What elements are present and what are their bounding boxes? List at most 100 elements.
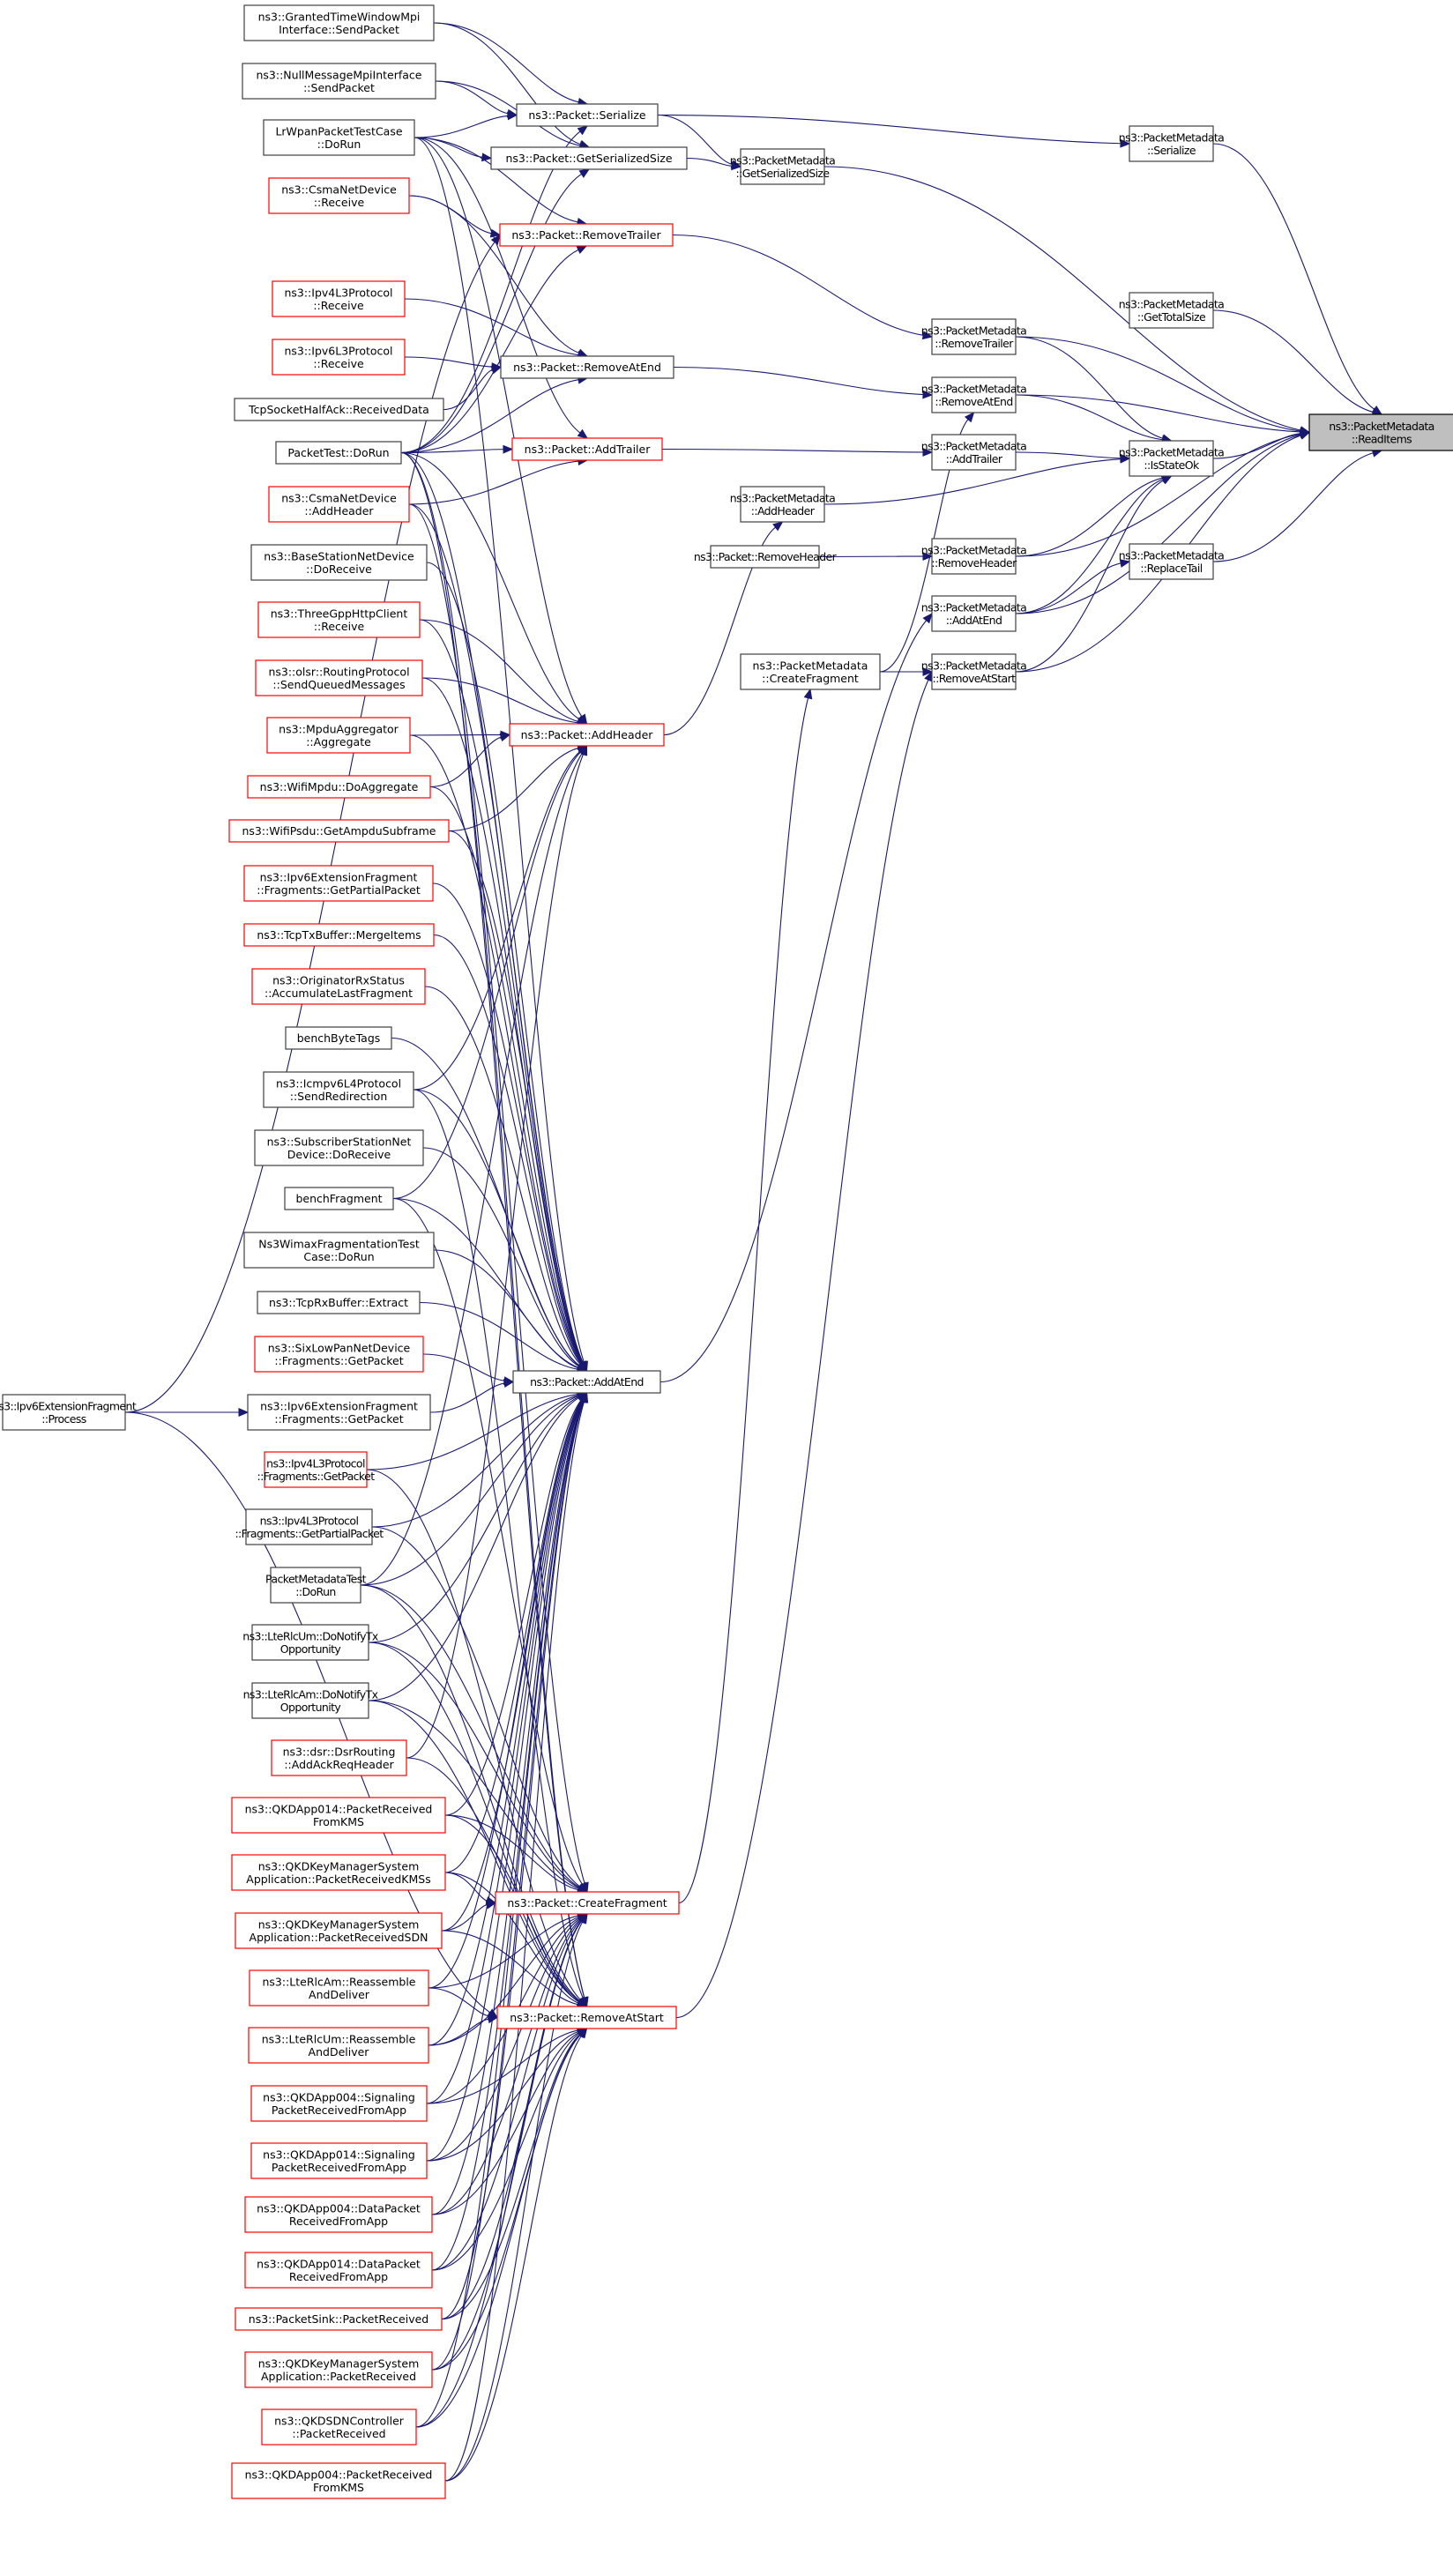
node-box	[931, 595, 1017, 632]
graph-node-c-nullmsg[interactable]: ns3::NullMessageMpiInterface::SendPacket	[242, 63, 436, 100]
graph-node-c-ipv6recv[interactable]: ns3::Ipv6L3Protocol::Receive	[272, 339, 406, 376]
graph-node-pm-getserializedsize[interactable]: ns3::PacketMetadata::GetSerializedSize	[730, 148, 836, 185]
edge-line	[124, 1411, 491, 2014]
node-label: ::GetTotalSize	[1137, 310, 1206, 324]
edge-line	[686, 157, 733, 167]
edge-line	[368, 1396, 579, 1643]
graph-node-pm-serialize[interactable]: ns3::PacketMetadata::Serialize	[1119, 125, 1225, 162]
graph-node-pm-addatend[interactable]: ns3::PacketMetadata::AddAtEnd	[921, 595, 1027, 632]
graph-node-c-csmaaddheader[interactable]: ns3::CsmaNetDevice::AddHeader	[268, 486, 410, 523]
graph-node-c-qkd004-data[interactable]: ns3::QKDApp004::DataPacketReceivedFromAp…	[244, 2196, 433, 2233]
graph-node-c-qkd004-sig[interactable]: ns3::QKDApp004::SignalingPacketReceivedF…	[250, 2085, 428, 2122]
graph-node-c-pmtest[interactable]: PacketMetadataTest::DoRun	[265, 1567, 367, 1604]
graph-node-c-csmarecv[interactable]: ns3::CsmaNetDevice::Receive	[268, 177, 410, 214]
graph-node-c-ipv4recv[interactable]: ns3::Ipv4L3Protocol::Receive	[272, 280, 406, 317]
node-box	[251, 1682, 369, 1719]
graph-node-c-basestation[interactable]: ns3::BaseStationNetDevice::DoReceive	[250, 544, 428, 581]
graph-node-p-removeatend[interactable]: ns3::Packet::RemoveAtEnd	[500, 355, 674, 379]
graph-node-c-qkd014-data[interactable]: ns3::QKDApp014::DataPacketReceivedFromAp…	[244, 2252, 433, 2289]
edge-pm-createfragment-to-pm-removeatstart	[880, 667, 934, 676]
graph-node-pm-replacetail[interactable]: ns3::PacketMetadata::ReplaceTail	[1119, 543, 1225, 580]
graph-node-pm-addtrailer[interactable]: ns3::PacketMetadata::AddTrailer	[921, 434, 1027, 471]
edge-p-removeatend-to-pm-removeatend	[673, 366, 934, 399]
node-label: ns3::PacketMetadata	[921, 600, 1027, 614]
graph-node-p-serialize[interactable]: ns3::Packet::Serialize	[516, 103, 659, 127]
graph-node-p-removeatstart[interactable]: ns3::Packet::RemoveAtStart	[496, 2006, 677, 2029]
edge-pm-removetrailer-to-readitems	[1015, 336, 1311, 436]
node-box	[2, 1394, 126, 1431]
graph-node-p-addheader[interactable]: ns3::Packet::AddHeader	[509, 723, 665, 747]
graph-node-c-qkdsdn[interactable]: ns3::QKDSDNController::PacketReceived	[261, 2408, 417, 2446]
node-label: ns3::Packet::RemoveAtStart	[510, 2011, 664, 2024]
edge-line	[673, 366, 924, 396]
node-label: Case::DoRun	[303, 1250, 374, 1263]
node-label: ::AddHeader	[751, 504, 816, 517]
edge-line	[414, 137, 581, 434]
graph-node-c-qkd014-sig[interactable]: ns3::QKDApp014::SignalingPacketReceivedF…	[250, 2142, 428, 2179]
edge-line	[428, 1400, 583, 1989]
graph-node-c-ipv6extpartial[interactable]: ns3::Ipv6ExtensionFragment::Fragments::G…	[243, 865, 434, 902]
graph-node-c-ipv4fragpartial[interactable]: ns3::Ipv4L3Protocol::Fragments::GetParti…	[235, 1508, 384, 1545]
node-label: ns3::QKDKeyManagerSystem	[258, 1859, 420, 1872]
graph-node-pm-isstateok[interactable]: ns3::PacketMetadata::IsStateOk	[1119, 440, 1225, 477]
graph-node-pm-createfragment[interactable]: ns3::PacketMetadata::CreateFragment	[740, 653, 881, 690]
graph-node-c-ipv4fraggetpacket[interactable]: ns3::Ipv4L3Protocol::Fragments::GetPacke…	[257, 1451, 376, 1488]
graph-node-c-wifimpdu[interactable]: ns3::WifiMpdu::DoAggregate	[247, 775, 431, 799]
graph-node-c-olsr[interactable]: ns3::olsr::RoutingProtocol::SendQueuedMe…	[255, 659, 423, 696]
node-label: ::RemoveTrailer	[935, 337, 1014, 350]
graph-node-c-subscriber[interactable]: ns3::SubscriberStationNetDevice::DoRecei…	[254, 1129, 424, 1166]
graph-node-p-removeheader[interactable]: ns3::Packet::RemoveHeader	[694, 545, 838, 569]
graph-node-p-addatend[interactable]: ns3::Packet::AddAtEnd	[512, 1370, 661, 1394]
graph-node-c-packetsink[interactable]: ns3::PacketSink::PacketReceived	[235, 2307, 443, 2331]
node-label: ns3::SubscriberStationNet	[267, 1135, 412, 1148]
graph-node-c-wifipsdu[interactable]: ns3::WifiPsdu::GetAmpduSubframe	[228, 819, 450, 843]
graph-node-c-threegpp[interactable]: ns3::ThreeGppHttpClient::Receive	[257, 601, 421, 638]
graph-node-c-qkdkms-recv[interactable]: ns3::QKDKeyManagerSystemApplication::Pac…	[244, 2351, 433, 2388]
graph-node-pm-removeatend[interactable]: ns3::PacketMetadata::RemoveAtEnd	[921, 376, 1027, 413]
graph-node-c-ipv6extgetpacket[interactable]: ns3::Ipv6ExtensionFragment::Fragments::G…	[247, 1394, 431, 1431]
node-label: ReceivedFromApp	[289, 2215, 388, 2228]
graph-node-c-sixlowpan[interactable]: ns3::SixLowPanNetDevice::Fragments::GetP…	[254, 1336, 424, 1373]
node-box	[231, 1797, 446, 1834]
graph-node-c-lrwpan[interactable]: LrWpanPacketTestCase::DoRun	[263, 119, 415, 156]
graph-node-c-benchfragment[interactable]: benchFragment	[284, 1187, 394, 1210]
graph-node-pm-removeheader[interactable]: ns3::PacketMetadata::RemoveHeader	[921, 538, 1027, 575]
graph-node-pm-removetrailer[interactable]: ns3::PacketMetadata::RemoveTrailer	[921, 318, 1027, 355]
graph-node-c-ipv6extprocess[interactable]: ns3::Ipv6ExtensionFragment::Process	[0, 1394, 137, 1431]
graph-node-c-mpduagg[interactable]: ns3::MpduAggregator::Aggregate	[266, 717, 411, 754]
edge-p-createfragment-to-pm-createfragment	[678, 688, 813, 1904]
node-label: ns3::PacketMetadata	[730, 153, 836, 167]
edge-line	[1212, 433, 1301, 459]
graph-node-c-qkdkms-sdn[interactable]: ns3::QKDKeyManagerSystemApplication::Pac…	[235, 1912, 443, 1949]
node-label: ::RemoveAtEnd	[935, 395, 1012, 408]
graph-node-p-removetrailer[interactable]: ns3::Packet::RemoveTrailer	[499, 223, 674, 247]
edge-line	[429, 1382, 505, 1413]
graph-node-p-createfragment[interactable]: ns3::Packet::CreateFragment	[495, 1891, 680, 1915]
graph-node-c-grantedtw[interactable]: ns3::GrantedTimeWindowMpiInterface::Send…	[243, 4, 435, 41]
graph-node-c-tcptxmerge[interactable]: ns3::TcpTxBuffer::MergeItems	[243, 923, 435, 947]
graph-node-c-tcphalfack[interactable]: TcpSocketHalfAck::ReceivedData	[234, 398, 444, 421]
graph-node-c-qkdkms-kmss[interactable]: ns3::QKDKeyManagerSystemApplication::Pac…	[231, 1854, 446, 1891]
edge-line	[400, 379, 579, 454]
graph-node-pm-removeatstart[interactable]: ns3::PacketMetadata::RemoveAtStart	[921, 653, 1027, 690]
arrowhead-icon	[578, 744, 588, 756]
node-label: PacketReceivedFromApp	[272, 2103, 406, 2117]
node-label: ns3::MpduAggregator	[279, 722, 399, 735]
graph-node-c-icmpv6[interactable]: ns3::Icmpv6L4Protocol::SendRedirection	[263, 1071, 414, 1108]
graph-node-p-getserializedsize[interactable]: ns3::Packet::GetSerializedSize	[490, 146, 688, 170]
graph-node-c-originator[interactable]: ns3::OriginatorRxStatus::AccumulateLastF…	[251, 968, 426, 1005]
graph-node-c-dsr[interactable]: ns3::dsr::DsrRouting::AddAckReqHeader	[271, 1739, 407, 1776]
graph-node-pm-addheader[interactable]: ns3::PacketMetadata::AddHeader	[730, 486, 836, 523]
graph-node-c-packettest[interactable]: PacketTest::DoRun	[275, 441, 402, 465]
graph-node-pm-gettotalsize[interactable]: ns3::PacketMetadata::GetTotalSize	[1119, 292, 1225, 329]
graph-node-c-benchbytetags[interactable]: benchByteTags	[285, 1026, 392, 1050]
graph-node-p-addtrailer[interactable]: ns3::Packet::AddTrailer	[511, 437, 663, 461]
graph-node-c-tcprxextract[interactable]: ns3::TcpRxBuffer::Extract	[257, 1291, 421, 1314]
